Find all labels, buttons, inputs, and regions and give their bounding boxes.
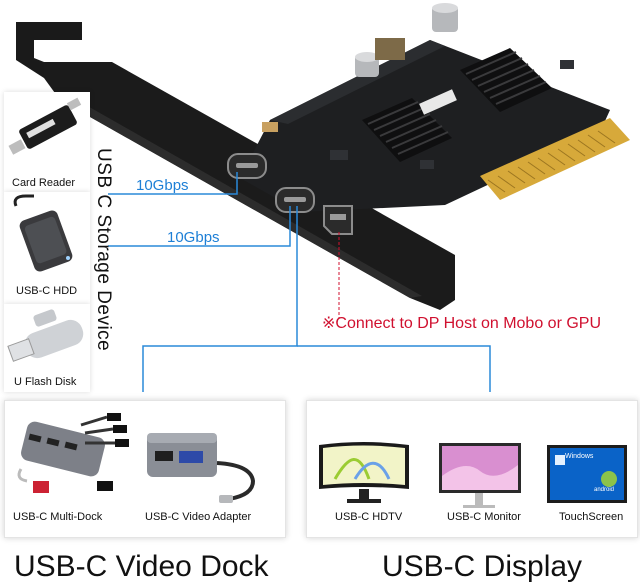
usb-c-port-1 — [227, 153, 267, 179]
usb-c-hdd-label: USB-C HDD — [16, 285, 78, 297]
video-dock-panel: USB-C Multi-Dock USB-C Video Adapter — [4, 400, 286, 538]
multi-dock-icon — [17, 413, 129, 493]
android-badge-text: android — [594, 487, 615, 493]
connection-lines — [108, 172, 491, 392]
storage-vertical-title: USB C Storage Device — [93, 148, 114, 352]
dp-host-note: ※Connect to DP Host on Mobo or GPU — [322, 315, 602, 332]
card-reader-icon — [8, 97, 82, 155]
port-2-speed: 10Gbps — [167, 229, 220, 246]
flash-disk-box: U Flash Disk — [4, 304, 90, 392]
pcie-card-illustration — [16, 3, 630, 310]
mini-dp-port — [323, 205, 353, 235]
usb-c-display-panel: Windows android USB-C HDTV USB-C Monitor… — [306, 400, 638, 538]
touchscreen-icon — [547, 445, 627, 503]
flash-disk-label: U Flash Disk — [14, 376, 77, 388]
capacitors — [262, 3, 458, 132]
line-port-2 — [108, 206, 291, 247]
hdd-icon — [13, 194, 73, 272]
port-1-speed: 10Gbps — [136, 177, 189, 194]
display-title: USB-C Display — [382, 550, 583, 583]
card-reader-box: Card Reader — [4, 92, 90, 192]
monitor-icon — [439, 443, 521, 508]
video-adapter-label: USB-C Video Adapter — [145, 511, 252, 523]
circuit-board — [240, 3, 630, 212]
hdtv-icon — [319, 442, 409, 503]
line-port-1 — [108, 172, 238, 195]
video-dock-title: USB-C Video Dock — [14, 550, 269, 583]
flash-disk-icon — [7, 309, 84, 362]
multi-dock-label: USB-C Multi-Dock — [13, 511, 103, 523]
line-display — [297, 345, 491, 392]
rohs-label — [419, 89, 457, 115]
hdtv-label: USB-C HDTV — [335, 511, 403, 523]
windows-brand-text: Windows — [565, 453, 594, 460]
touchscreen-label: TouchScreen — [559, 511, 624, 523]
monitor-label: USB-C Monitor — [447, 511, 521, 523]
usb-c-hdd-box: USB-C HDD — [4, 192, 90, 304]
heatsink-right — [460, 48, 552, 112]
inductor — [375, 38, 405, 60]
video-adapter-icon — [147, 433, 256, 503]
metal-bracket — [16, 22, 455, 310]
card-reader-label: Card Reader — [12, 177, 75, 189]
line-dock — [142, 206, 298, 392]
usb-c-port-2 — [275, 187, 315, 213]
heatsink-left — [362, 98, 452, 162]
